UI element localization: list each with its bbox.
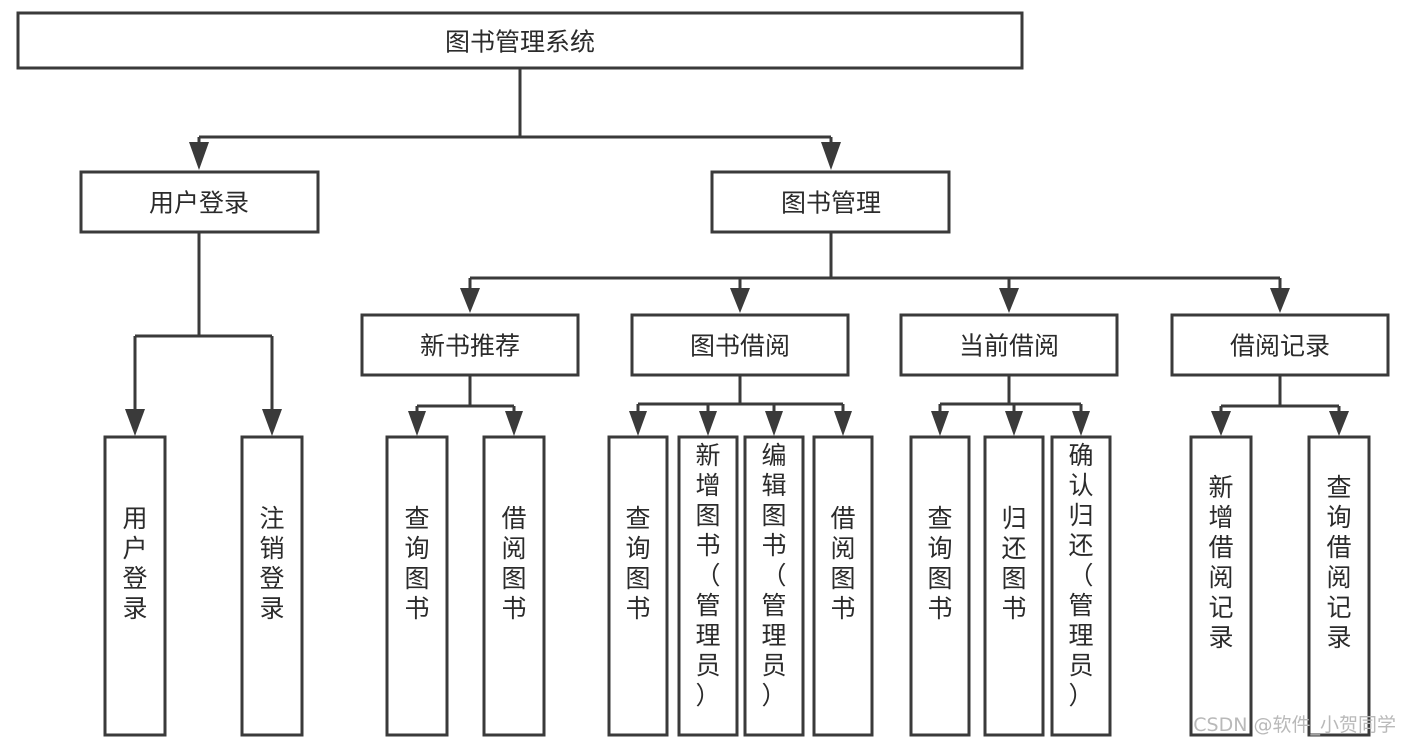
leaf-node-box[interactable] <box>482 435 546 737</box>
leaf-node[interactable]: 借阅图书 <box>812 435 874 737</box>
node-book-borrow-box[interactable] <box>630 313 850 377</box>
node-new-book-recommend-label: 新书推荐 <box>420 332 520 361</box>
leaf-node-box[interactable] <box>607 435 669 737</box>
node-root-label: 图书管理系统 <box>445 28 595 57</box>
node-user-login-box[interactable] <box>79 170 320 234</box>
node-book-borrow-label: 图书借阅 <box>690 332 790 361</box>
node-root[interactable]: 图书管理系统 <box>16 11 1024 70</box>
leaf-node[interactable]: 新增借阅记录 <box>1189 435 1253 737</box>
arrow-head-icon <box>1005 411 1023 436</box>
leaf-node-label: 查询图书 <box>927 504 952 623</box>
node-current-borrow-label: 当前借阅 <box>959 332 1059 361</box>
leaf-node-label: 查询图书 <box>625 504 650 623</box>
arrowhead-layer <box>125 142 1349 436</box>
leaf-node-box[interactable] <box>1189 435 1253 737</box>
leaf-node[interactable]: 查询借阅记录 <box>1307 435 1371 737</box>
arrow-head-icon <box>505 411 523 436</box>
arrow-head-icon <box>1211 411 1231 436</box>
arrow-head-icon <box>931 411 949 436</box>
node-borrow-record-box[interactable] <box>1170 313 1390 377</box>
arrow-head-icon <box>262 409 282 436</box>
leaf-node-box[interactable] <box>909 435 971 737</box>
arrow-head-icon <box>1329 411 1349 436</box>
leaf-node-box[interactable] <box>812 435 874 737</box>
leaf-node-label: 借阅图书 <box>830 504 855 623</box>
leaf-node-label: 借阅图书 <box>501 504 526 623</box>
arrow-head-icon <box>730 288 750 313</box>
leaf-node[interactable]: 借阅图书 <box>482 435 546 737</box>
node-borrow-record-label: 借阅记录 <box>1230 332 1330 361</box>
leaf-node-label: 新增图书（管理员） <box>695 441 720 710</box>
node-borrow-record[interactable]: 借阅记录 <box>1170 313 1390 377</box>
leaf-node-box[interactable] <box>1050 435 1112 737</box>
leaf-node-box[interactable] <box>743 435 805 737</box>
arrow-head-icon <box>629 411 647 436</box>
leaf-node-box[interactable] <box>103 435 167 737</box>
leaf-node[interactable]: 注销登录 <box>240 435 304 737</box>
arrow-head-icon <box>699 411 717 436</box>
leaf-node-label: 归还图书 <box>1001 504 1026 623</box>
node-user-login-label: 用户登录 <box>149 189 249 218</box>
node-new-book-recommend[interactable]: 新书推荐 <box>360 313 580 377</box>
arrow-head-icon <box>1072 411 1090 436</box>
connector-layer <box>133 68 1341 411</box>
node-new-book-recommend-box[interactable] <box>360 313 580 377</box>
node-book-management-label: 图书管理 <box>781 189 881 218</box>
leaf-node-box[interactable] <box>1307 435 1371 737</box>
arrow-head-icon <box>821 142 841 170</box>
csdn-watermark: CSDN @软件_小贺同学 <box>1193 714 1396 736</box>
leaf-node[interactable]: 查询图书 <box>385 435 449 737</box>
leaf-node-box[interactable] <box>385 435 449 737</box>
arrow-head-icon <box>834 411 852 436</box>
node-book-borrow[interactable]: 图书借阅 <box>630 313 850 377</box>
leaf-node-box[interactable] <box>240 435 304 737</box>
leaf-node-label: 用户登录 <box>122 504 147 623</box>
arrow-head-icon <box>460 288 480 313</box>
leaf-node[interactable]: 归还图书 <box>983 435 1045 737</box>
leaf-node[interactable]: 编辑图书（管理员） <box>743 435 805 737</box>
node-root-box[interactable] <box>16 11 1024 70</box>
leaf-node[interactable]: 新增图书（管理员） <box>677 435 739 737</box>
arrow-head-icon <box>125 409 145 436</box>
node-current-borrow[interactable]: 当前借阅 <box>899 313 1119 377</box>
leaf-node-label: 新增借阅记录 <box>1208 473 1233 652</box>
node-book-management[interactable]: 图书管理 <box>710 170 951 234</box>
arrow-head-icon <box>765 411 783 436</box>
arrow-head-icon <box>189 142 209 170</box>
leaf-node[interactable]: 确认归还（管理员） <box>1050 435 1112 737</box>
leaf-node[interactable]: 查询图书 <box>909 435 971 737</box>
leaf-node-box[interactable] <box>983 435 1045 737</box>
node-current-borrow-box[interactable] <box>899 313 1119 377</box>
leaf-node-label: 确认归还（管理员） <box>1068 441 1093 710</box>
arrow-head-icon <box>1270 288 1290 313</box>
node-user-login[interactable]: 用户登录 <box>79 170 320 234</box>
leaf-node[interactable]: 查询图书 <box>607 435 669 737</box>
arrow-head-icon <box>999 288 1019 313</box>
leaf-node[interactable]: 用户登录 <box>103 435 167 737</box>
leaf-node-label: 注销登录 <box>259 504 284 623</box>
arrow-head-icon <box>408 411 426 436</box>
leaf-node-label: 查询图书 <box>404 504 429 623</box>
leaf-node-box[interactable] <box>677 435 739 737</box>
node-book-management-box[interactable] <box>710 170 951 234</box>
leaf-node-label: 查询借阅记录 <box>1326 473 1351 652</box>
leaf-node-label: 编辑图书（管理员） <box>761 441 786 710</box>
